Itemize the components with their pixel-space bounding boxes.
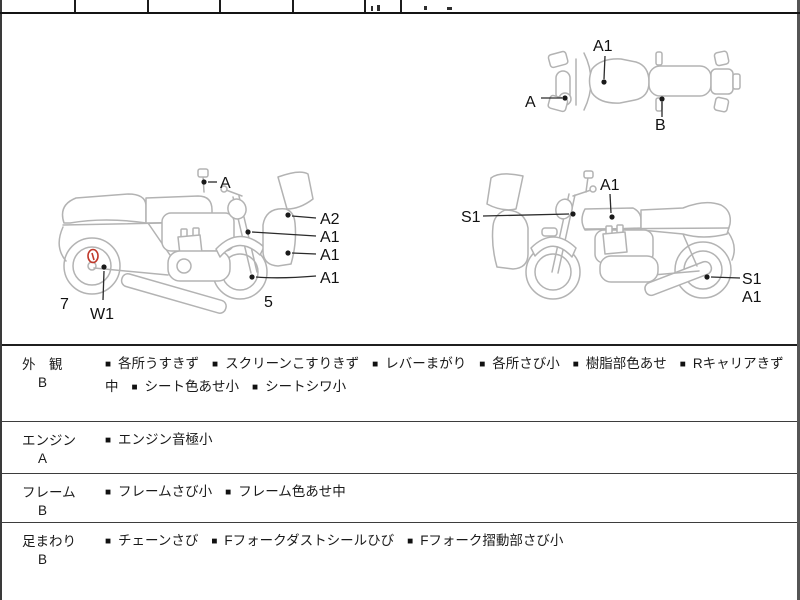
condition-item: フレームさび小 bbox=[118, 484, 213, 499]
callout-dot-screen bbox=[285, 212, 291, 218]
condition-item: Fフォークダストシールひび bbox=[224, 533, 395, 548]
section-items: ■ フレームさび小 ■ フレーム色あせ中 bbox=[105, 481, 787, 504]
clipped-glyph-remnant bbox=[424, 6, 427, 10]
callout-dot-fork bbox=[245, 229, 251, 235]
condition-sections: 外 観 B ■ 各所うすきず ■ スクリーンこすりきず ■ レバーまがり ■ 各所さび小 ■ 樹脂… bbox=[2, 344, 797, 600]
callout-dot-mirror bbox=[201, 179, 207, 185]
section-grade: A bbox=[38, 451, 48, 466]
section-label: 外 観 bbox=[22, 357, 63, 372]
table-cell-border bbox=[364, 0, 366, 12]
item-bullet: ■ bbox=[131, 382, 138, 393]
diagram-number-5: 5 bbox=[264, 294, 273, 311]
section-exterior: 外 観 B ■ 各所うすきず ■ スクリーンこすりきず ■ レバーまがり ■ 各所さび小 ■ 樹脂… bbox=[2, 344, 797, 421]
clipped-glyph-remnant bbox=[377, 5, 380, 11]
callout-dot-cowl bbox=[285, 250, 291, 256]
section-undercarriage: 足まわり B ■ チェーンさび ■ Fフォークダストシールひび ■ Fフォーク摺動部さび小 bbox=[2, 522, 797, 600]
top-view-sketch bbox=[547, 50, 741, 113]
section-engine: エンジン A ■ エンジン音極小 bbox=[2, 421, 797, 473]
section-grade: B bbox=[38, 503, 48, 518]
item-bullet: ■ bbox=[479, 359, 486, 370]
right-side-sketch bbox=[486, 170, 735, 300]
section-label: フレーム bbox=[22, 485, 76, 500]
condition-item: エンジン音極小 bbox=[118, 432, 213, 447]
section-items: ■ エンジン音極小 bbox=[105, 429, 787, 452]
condition-item: フレーム色あせ中 bbox=[238, 484, 346, 499]
red-damage-marker-stroke bbox=[91, 252, 95, 261]
condition-item: Rキャリアきず中 bbox=[105, 356, 784, 394]
callout-dot-front bbox=[562, 95, 568, 101]
condition-item: シートシワ小 bbox=[265, 379, 347, 394]
table-cell-border bbox=[74, 0, 76, 12]
item-bullet: ■ bbox=[211, 536, 218, 547]
table-cell-border bbox=[292, 0, 294, 12]
callout-label-a2: A2 bbox=[320, 211, 340, 228]
item-bullet: ■ bbox=[225, 487, 232, 498]
section-frame: フレーム B ■ フレームさび小 ■ フレーム色あせ中 bbox=[2, 473, 797, 522]
item-bullet: ■ bbox=[252, 382, 259, 393]
callout-dot-front-wheel bbox=[249, 274, 255, 280]
callout-label-a: A bbox=[220, 175, 231, 192]
item-bullet: ■ bbox=[105, 487, 112, 498]
section-label: エンジン bbox=[22, 433, 76, 448]
clipped-table-header-row bbox=[0, 0, 800, 14]
condition-item: 各所うすきず bbox=[118, 356, 200, 371]
condition-item: 各所さび小 bbox=[492, 356, 560, 371]
callout-label-a1-wheel: A1 bbox=[320, 270, 340, 287]
motorcycle-left-side-diagram: A A2 A1 A1 A1 7 W1 5 bbox=[58, 168, 340, 323]
section-items: ■ 各所うすきず ■ スクリーンこすりきず ■ レバーまがり ■ 各所さび小 ■ 樹脂部色あせ ■R… bbox=[105, 353, 787, 399]
section-label: 足まわり bbox=[22, 534, 76, 549]
clipped-glyph-remnant bbox=[371, 6, 373, 11]
callout-label-a1: A1 bbox=[593, 38, 613, 55]
condition-item: スクリーンこすりきず bbox=[225, 356, 360, 371]
callout-label-b: B bbox=[655, 117, 666, 134]
item-bullet: ■ bbox=[407, 536, 414, 547]
condition-item: Fフォーク摺動部さび小 bbox=[420, 533, 564, 548]
item-bullet: ■ bbox=[105, 536, 112, 547]
left-side-sketch bbox=[58, 168, 314, 314]
callout-dot-tank bbox=[601, 79, 607, 85]
clipped-glyph-remnant bbox=[447, 7, 452, 10]
diagram-number-7: 7 bbox=[60, 296, 69, 313]
callout-dot-rear bbox=[659, 96, 665, 102]
table-cell-border bbox=[400, 0, 402, 12]
condition-item: レバーまがり bbox=[385, 356, 467, 371]
motorcycle-top-view-diagram: A A1 B bbox=[525, 38, 741, 134]
item-bullet: ■ bbox=[679, 359, 686, 370]
callout-label-a1-fork: A1 bbox=[320, 229, 340, 246]
callout-dot-rear-wheel bbox=[704, 274, 710, 280]
condition-item: シート色あせ小 bbox=[144, 379, 240, 394]
callout-label-w1: W1 bbox=[90, 306, 114, 323]
condition-item: 樹脂部色あせ bbox=[585, 356, 667, 371]
sheet-left-border bbox=[0, 0, 2, 600]
callout-label-s1-front: S1 bbox=[461, 209, 481, 226]
item-bullet: ■ bbox=[105, 435, 112, 446]
table-cell-border bbox=[147, 0, 149, 12]
table-cell-border bbox=[219, 0, 221, 12]
item-bullet: ■ bbox=[105, 359, 112, 370]
item-bullet: ■ bbox=[572, 359, 579, 370]
callout-label-s1-rear: S1 bbox=[742, 271, 762, 288]
section-items: ■ チェーンさび ■ Fフォークダストシールひび ■ Fフォーク摺動部さび小 bbox=[105, 530, 787, 553]
callout-label-a: A bbox=[525, 94, 536, 111]
red-damage-marker bbox=[87, 248, 99, 264]
item-bullet: ■ bbox=[372, 359, 379, 370]
callout-label-a1-cowl: A1 bbox=[320, 247, 340, 264]
callout-dot-tank bbox=[609, 214, 615, 220]
callout-dot-swingarm bbox=[101, 264, 107, 270]
section-grade: B bbox=[38, 552, 48, 567]
callout-label-a1-tank: A1 bbox=[600, 177, 620, 194]
callout-label-a1-rear: A1 bbox=[742, 289, 762, 306]
callout-dot-front bbox=[570, 211, 576, 217]
motorcycle-right-side-diagram: S1 A1 S1 A1 bbox=[461, 170, 762, 306]
section-grade: B bbox=[38, 375, 48, 390]
item-bullet: ■ bbox=[212, 359, 219, 370]
sheet-right-border bbox=[797, 0, 800, 600]
condition-item: チェーンさび bbox=[118, 533, 199, 548]
